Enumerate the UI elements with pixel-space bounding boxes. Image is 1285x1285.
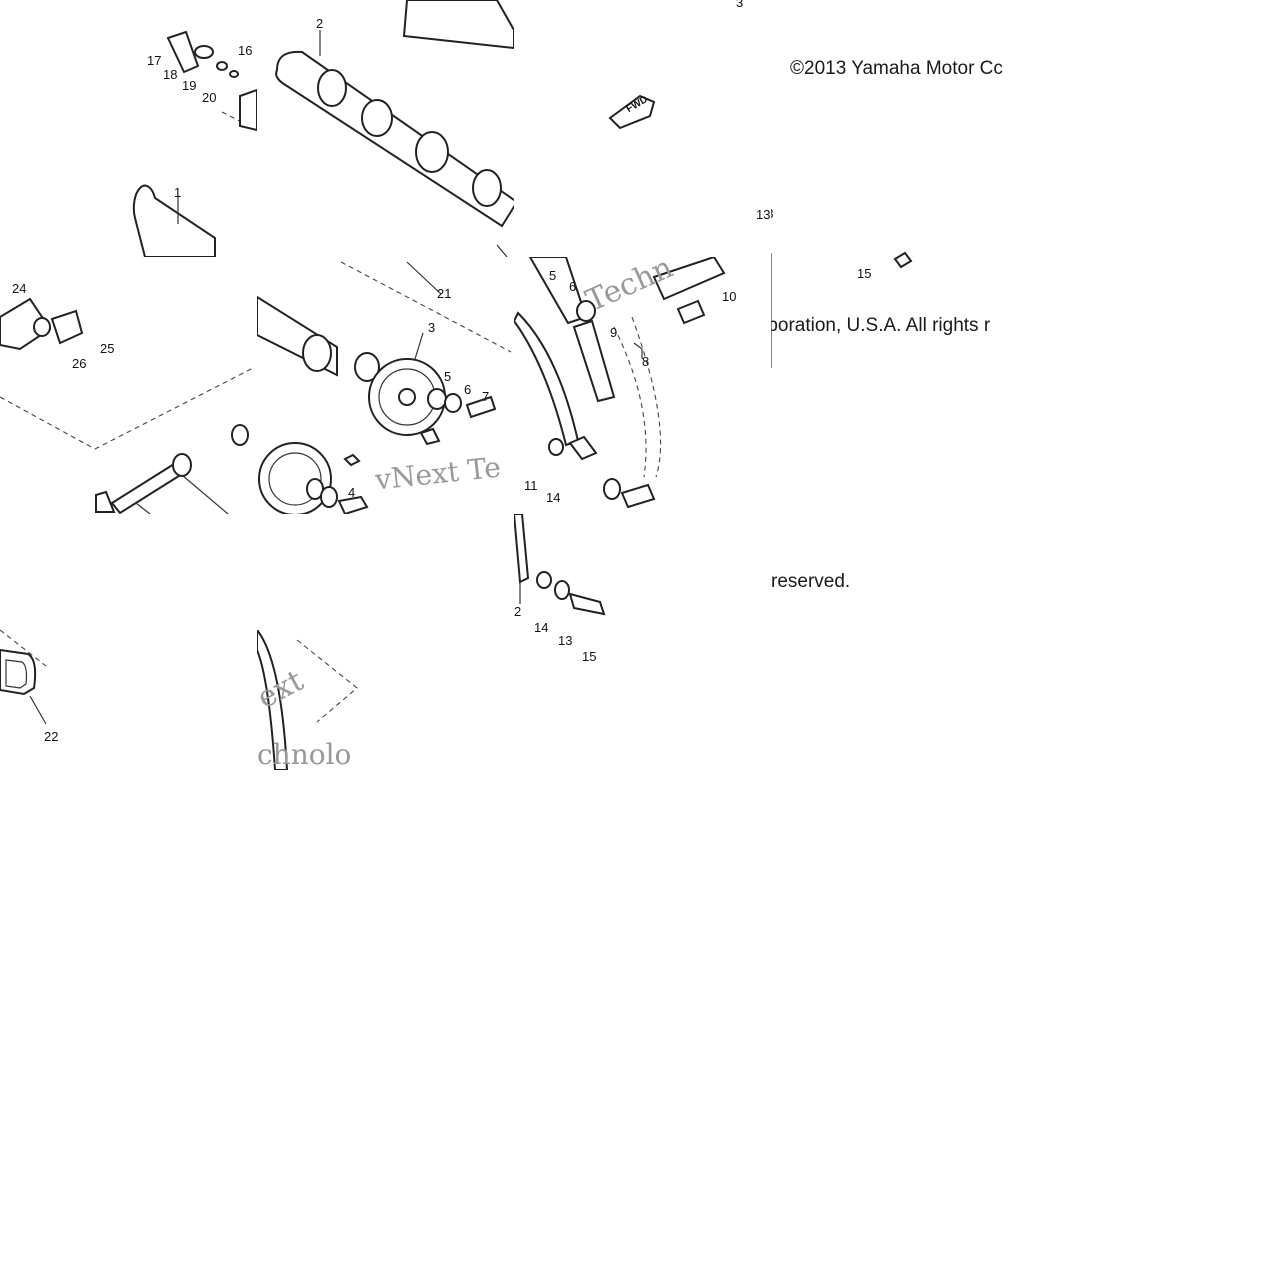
callout-15a: 15 bbox=[857, 266, 872, 281]
diagram-tile-chain-guide: 5 6 9 8 10 11 14 Techn bbox=[514, 257, 771, 514]
callout-24: 24 bbox=[12, 281, 27, 296]
camshaft-drawing bbox=[275, 0, 514, 257]
diagram-tile-lower-center: ext chnolo bbox=[257, 630, 366, 770]
tensioner-drawing bbox=[0, 297, 256, 514]
callout-25: 25 bbox=[100, 341, 115, 356]
diagram-tile-top-left: 17 18 19 20 16 1 bbox=[0, 0, 257, 257]
copyright-line-1: ©2013 Yamaha Motor Cc bbox=[790, 58, 1003, 79]
camshaft-end-drawing bbox=[132, 30, 257, 257]
diagram-tile-center: 21 3 5 6 7 4 vNext Te bbox=[257, 257, 514, 514]
callout-5: 5 bbox=[444, 369, 452, 384]
callout-6b: 6 bbox=[569, 279, 577, 294]
callout-3: 3 bbox=[428, 320, 436, 335]
callout-4: 4 bbox=[348, 485, 356, 500]
callout-5b: 5 bbox=[549, 268, 557, 283]
callout-10: 10 bbox=[722, 289, 737, 304]
callout-18: 18 bbox=[163, 67, 178, 82]
callout-14b: 14 bbox=[534, 620, 549, 635]
fwd-arrow-drawing bbox=[608, 94, 656, 130]
bolt-drawing bbox=[771, 251, 913, 368]
sprocket-drawing bbox=[257, 261, 512, 514]
callout-3-top: 3 bbox=[736, 0, 744, 10]
callout-16: 16 bbox=[238, 43, 253, 58]
callout-9: 9 bbox=[610, 325, 618, 340]
callout-15b: 15 bbox=[582, 649, 597, 664]
guide-fragment-drawing bbox=[257, 630, 358, 770]
watermark-4: chnolo bbox=[257, 738, 352, 770]
callout-26: 26 bbox=[72, 356, 87, 371]
callout-13a: 13 bbox=[771, 207, 773, 220]
gasket-drawing bbox=[0, 629, 47, 725]
diagram-tile-right-strip: 13 15 13 rporation, U.S.A. All rights r bbox=[771, 193, 1028, 368]
callout-6: 6 bbox=[464, 382, 472, 397]
diagram-tile-top-right: FWD 3 bbox=[514, 0, 771, 257]
callout-11: 11 bbox=[524, 478, 538, 493]
callout-8: 8 bbox=[642, 354, 650, 369]
callout-19: 19 bbox=[182, 78, 197, 93]
diagram-tile-lower-guide: 2 14 13 15 bbox=[514, 514, 660, 664]
callout-2: 2 bbox=[316, 16, 324, 31]
callout-2b: 2 bbox=[514, 604, 522, 619]
diagram-tile-top-center: 2 23 bbox=[257, 0, 514, 257]
copyright-line-3: reserved. bbox=[771, 571, 851, 592]
callout-7: 7 bbox=[482, 389, 490, 404]
lower-guide-drawing bbox=[514, 514, 606, 616]
diagram-tile-lower-left: 22 bbox=[0, 620, 257, 770]
callout-14: 14 bbox=[546, 490, 561, 505]
callout-21: 21 bbox=[437, 286, 452, 301]
callout-13c: 13 bbox=[558, 633, 573, 648]
callout-1: 1 bbox=[174, 185, 182, 200]
callout-17: 17 bbox=[147, 53, 162, 68]
callout-13d: 13 bbox=[756, 207, 771, 222]
copyright-line-2: rporation, U.S.A. All rights r bbox=[771, 315, 991, 336]
diagram-tile-mid-left: 24 25 26 bbox=[0, 257, 257, 514]
callout-20: 20 bbox=[202, 90, 217, 105]
chain-guide-drawing bbox=[514, 257, 726, 509]
callout-22: 22 bbox=[44, 729, 59, 744]
